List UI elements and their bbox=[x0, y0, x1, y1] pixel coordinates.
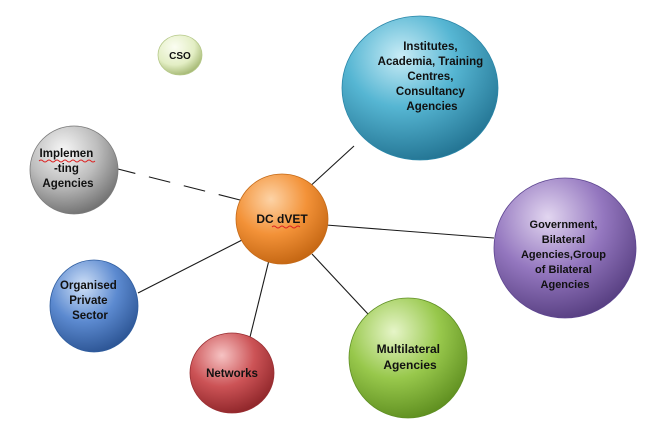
node-government: Government, Bilateral Agencies,Group of … bbox=[493, 177, 637, 319]
link-government bbox=[325, 224, 495, 239]
node-networks: Networks bbox=[189, 332, 275, 414]
link-implementing bbox=[113, 167, 241, 201]
node-networks-label: Networks bbox=[206, 368, 258, 380]
node-institutes-label: Institutes, Academia, Training Centres, … bbox=[378, 41, 487, 113]
node-multilateral-label: Multilateral Agencies bbox=[377, 342, 444, 372]
connectors bbox=[113, 145, 495, 338]
node-cso: CSO bbox=[157, 34, 203, 76]
node-institutes: Institutes, Academia, Training Centres, … bbox=[341, 15, 499, 161]
node-multilateral: Multilateral Agencies bbox=[348, 297, 468, 419]
node-organised: Organised Private Sector bbox=[49, 259, 139, 353]
link-networks bbox=[249, 255, 271, 338]
center-label: DC dVET bbox=[256, 212, 308, 226]
link-organised bbox=[137, 237, 247, 294]
spellcheck-underline bbox=[38, 159, 96, 163]
link-multilateral bbox=[311, 253, 369, 315]
node-implementing-label: Implemen -ting Agencies bbox=[40, 148, 97, 190]
spellcheck-underline bbox=[271, 225, 301, 229]
node-government-label: Government, Bilateral Agencies,Group of … bbox=[521, 219, 609, 291]
node-organised-label: Organised Private Sector bbox=[60, 280, 120, 322]
node-center: DC dVET bbox=[235, 173, 329, 265]
node-cso-label: CSO bbox=[169, 51, 191, 62]
node-implementing: Implemen -ting Agencies bbox=[29, 125, 119, 215]
link-institutes bbox=[305, 145, 355, 191]
